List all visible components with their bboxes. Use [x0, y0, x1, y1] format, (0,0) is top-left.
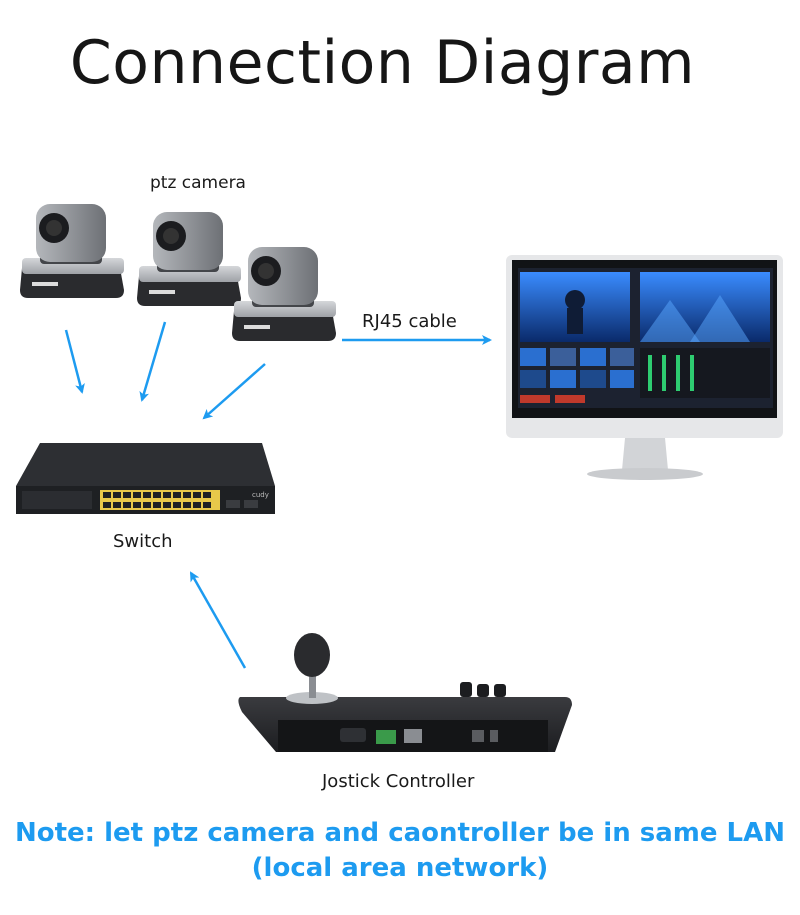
rj45-cable-label: RJ45 cable: [362, 311, 457, 332]
ptz-camera-2: [137, 212, 241, 306]
monitor: [506, 255, 783, 480]
ptz-camera-label: ptz camera: [150, 173, 246, 193]
switch-brand-logo: cudy: [252, 491, 269, 499]
ptz-camera-3: [232, 247, 336, 341]
note-line-1: Note: let ptz camera and caontroller be …: [15, 818, 785, 848]
switch-label: Switch: [113, 531, 173, 552]
page-title: Connection Diagram: [69, 28, 696, 98]
network-switch: cudy: [16, 443, 275, 514]
arrow-camera3-to-switch: [202, 363, 266, 420]
controller-label: Jostick Controller: [322, 771, 475, 792]
joystick-controller: [238, 633, 572, 752]
arrow-camera1-to-switch: [64, 329, 85, 394]
ptz-camera-1: [20, 204, 124, 298]
arrow-camera2-to-switch: [139, 321, 167, 402]
arrow-controller-to-switch: [189, 571, 247, 669]
note-line-2: (local area network): [251, 853, 549, 883]
